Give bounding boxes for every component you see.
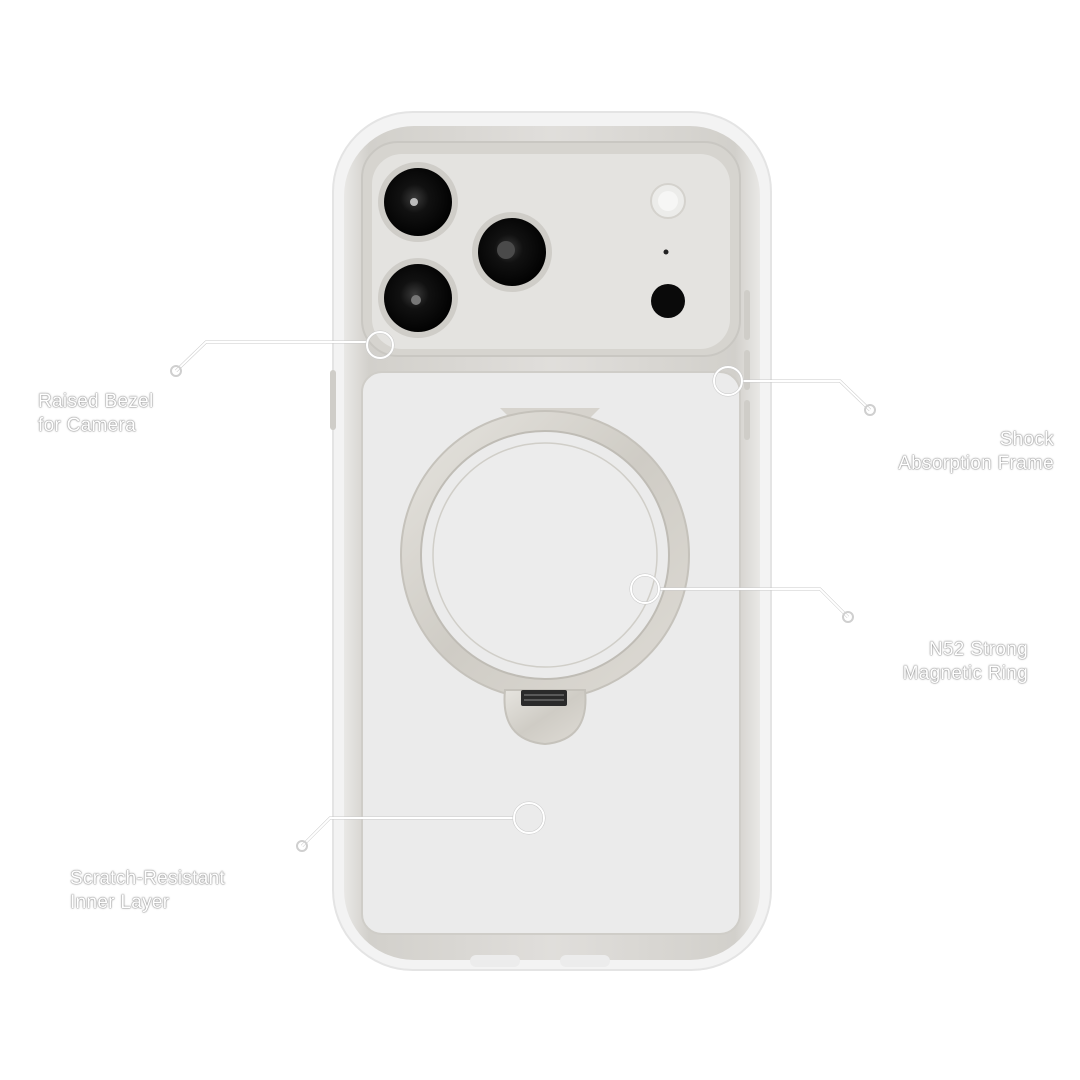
callout-raised-bezel-line1: Raised Bezel [38, 391, 154, 412]
callout-inner-layer: Scratch-Resistant Inner Layer [70, 867, 225, 915]
callout-shock-frame: Shock Absorption Frame [898, 428, 1054, 476]
callout-shock-frame-line1: Shock [999, 429, 1054, 450]
side-button-left [330, 370, 336, 430]
callout-frame-pointer [712, 365, 876, 416]
callout-raised-bezel: Raised Bezel for Camera [38, 390, 154, 438]
side-button-right-2 [744, 350, 750, 390]
callout-magnetic-ring: N52 Strong Magnetic Ring [903, 638, 1028, 686]
callout-raised-bezel-line2: for Camera [38, 415, 137, 436]
callout-inner-layer-line2: Inner Layer [70, 892, 170, 913]
callout-magnetic-ring-line2: Magnetic Ring [902, 663, 1028, 684]
ring-hinge [521, 690, 567, 706]
side-button-right-1 [744, 290, 750, 340]
callout-ring-pointer [629, 573, 854, 623]
microphone [663, 249, 669, 255]
callout-inner-layer-line1: Scratch-Resistant [70, 868, 226, 889]
lidar-sensor [651, 284, 685, 318]
callout-magnetic-ring-line1: N52 Strong [928, 639, 1028, 660]
magnetic-ring [400, 408, 690, 746]
callout-shock-frame-line2: Absorption Frame [898, 453, 1054, 474]
callout-layer-pointer [296, 801, 546, 852]
callout-bezel-pointer [170, 330, 395, 377]
camera-bezel [361, 141, 741, 357]
side-button-right-3 [744, 400, 750, 440]
